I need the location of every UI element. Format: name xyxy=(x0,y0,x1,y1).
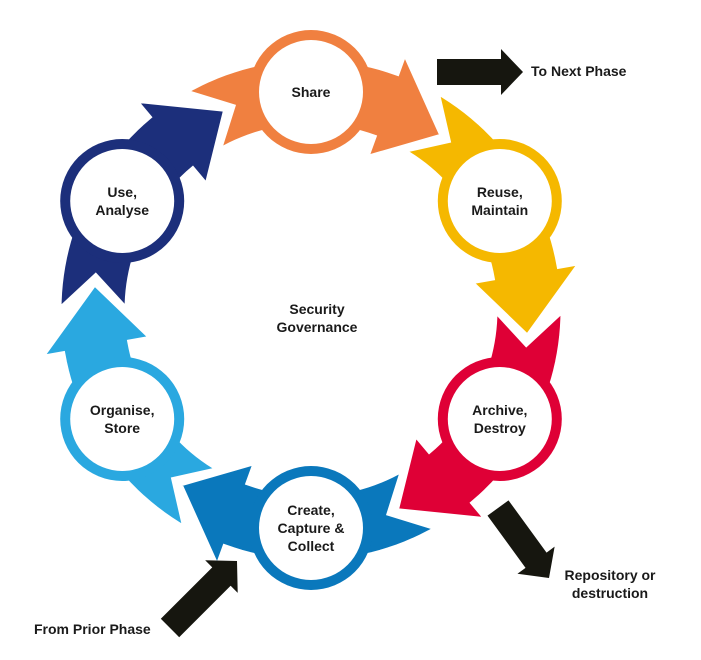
node-label-line: Create, xyxy=(287,502,335,518)
from-prior-phase-arrow xyxy=(160,560,238,638)
organise-store-label: Organise, Store xyxy=(90,401,155,437)
create-capture-collect-circle xyxy=(259,476,363,580)
share-label: Share xyxy=(292,83,331,101)
node-label-line: Collect xyxy=(287,538,335,554)
use-analyse-label: Use, Analyse xyxy=(95,183,149,219)
share-circle xyxy=(259,40,363,144)
repository-label-line: destruction xyxy=(571,585,649,601)
node-label-line: Store xyxy=(104,420,141,436)
reuse-maintain-circle xyxy=(447,149,552,253)
center-label-line: Governance xyxy=(276,319,358,335)
create-capture-collect-label: Create, Capture & Collect xyxy=(278,501,345,555)
to-next-phase-label: To Next Phase xyxy=(531,63,627,79)
use-analyse-circle xyxy=(70,149,175,253)
to-next-phase-arrow xyxy=(437,49,523,95)
node-label-line: Capture & xyxy=(277,520,345,536)
node-label-line: Maintain xyxy=(471,202,529,218)
from-prior-phase-label: From Prior Phase xyxy=(34,621,151,637)
node-label-line: Destroy xyxy=(473,420,526,436)
repository-arrow xyxy=(487,500,555,578)
center-label: Security Governance xyxy=(277,300,358,336)
archive-destroy-label: Archive, Destroy xyxy=(472,401,527,437)
center-label-line: Security xyxy=(289,301,345,317)
node-label-line: Archive, xyxy=(472,402,528,418)
node-label-line: Use, xyxy=(107,184,137,200)
repository-label: Repository or destruction xyxy=(564,566,655,602)
archive-destroy-circle xyxy=(447,367,552,471)
repository-label-line: Repository or xyxy=(564,567,656,583)
node-label-line: Share xyxy=(291,84,331,100)
node-label-line: Analyse xyxy=(95,202,150,218)
reuse-maintain-label: Reuse, Maintain xyxy=(471,183,528,219)
node-label-line: Reuse, xyxy=(476,184,523,200)
node-label-line: Organise, xyxy=(89,402,155,418)
organise-store-circle xyxy=(70,367,175,471)
